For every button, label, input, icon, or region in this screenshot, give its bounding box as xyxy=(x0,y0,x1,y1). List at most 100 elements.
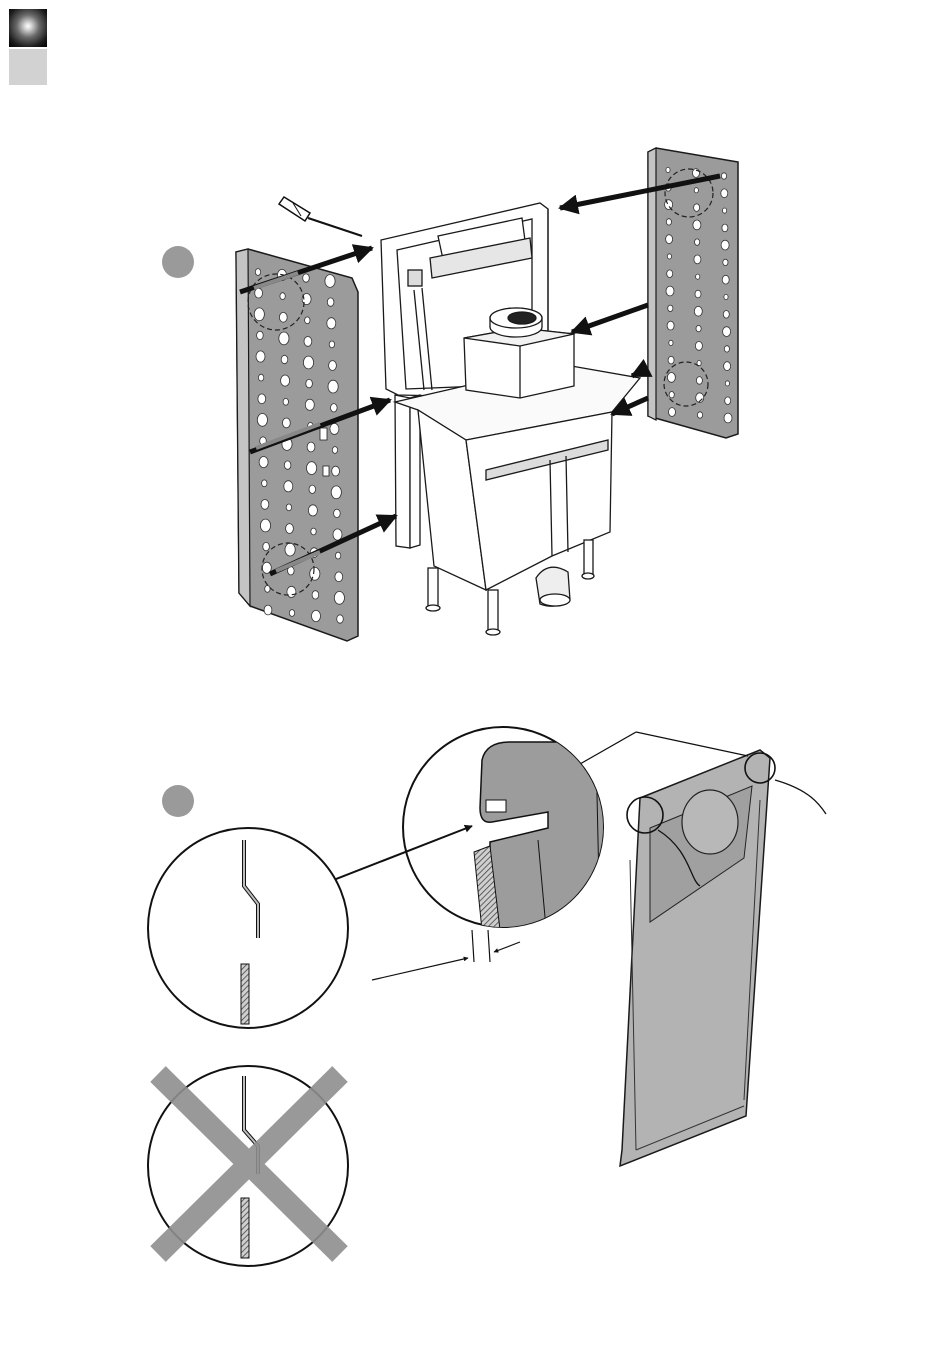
perforation-hole xyxy=(669,392,674,398)
perforation-hole xyxy=(725,381,729,386)
perforation-hole xyxy=(305,317,310,324)
perforation-hole xyxy=(333,529,342,540)
perforation-hole xyxy=(306,379,313,387)
perforation-hole xyxy=(264,605,272,615)
perforation-hole xyxy=(255,288,263,298)
perforation-hole xyxy=(311,528,316,535)
perforation-hole xyxy=(330,423,339,434)
perforation-hole xyxy=(283,398,288,405)
perforation-hole xyxy=(334,509,341,517)
perforation-hole xyxy=(305,399,314,410)
perforation-hole xyxy=(669,408,676,417)
perforation-hole xyxy=(261,500,269,510)
perforation-hole xyxy=(695,342,702,351)
perforation-hole xyxy=(329,361,337,371)
perforation-hole xyxy=(694,255,701,264)
perforation-hole xyxy=(258,374,263,381)
perforation-hole xyxy=(262,480,267,487)
perforation-hole xyxy=(696,274,700,279)
perforation-hole xyxy=(669,340,673,345)
perforation-hole xyxy=(721,173,726,179)
perforation-hole xyxy=(256,351,265,362)
perforation-hole xyxy=(307,462,317,475)
perforation-hole xyxy=(724,346,729,352)
perforation-hole xyxy=(329,341,334,348)
perforation-hole xyxy=(325,275,335,288)
magnifier-detail-icon xyxy=(403,727,606,930)
perforation-hole xyxy=(258,394,266,404)
bent-edge-profile-correct-icon xyxy=(148,828,348,1028)
perforation-hole xyxy=(284,481,293,492)
perforation-hole xyxy=(696,325,701,331)
dimension-marker xyxy=(372,930,520,980)
perforation-hole xyxy=(667,270,673,278)
perforation-hole xyxy=(335,572,343,582)
step-2-badge xyxy=(162,785,194,817)
perforation-hole xyxy=(721,240,729,250)
perforation-hole xyxy=(327,318,336,329)
perforation-hole xyxy=(279,332,289,345)
perforation-hole xyxy=(668,305,673,311)
perforation-hole xyxy=(310,567,320,580)
perforation-hole xyxy=(331,486,341,499)
right-side-panel xyxy=(648,148,738,438)
perforation-hole xyxy=(723,327,731,337)
perforation-hole xyxy=(286,504,291,511)
perforation-hole xyxy=(286,524,294,534)
perforation-hole xyxy=(303,274,310,282)
perforation-hole xyxy=(723,311,729,319)
perforation-hole xyxy=(303,356,313,369)
perforation-hole xyxy=(724,362,731,371)
perforation-hole xyxy=(255,269,260,276)
insulation-panel xyxy=(620,750,826,1166)
perforation-hole xyxy=(257,331,264,339)
perforation-hole xyxy=(289,610,294,617)
perforation-hole xyxy=(308,505,317,516)
perforation-hole xyxy=(668,356,674,364)
perforation-hole xyxy=(265,586,270,593)
perforation-hole xyxy=(281,375,290,386)
perforation-hole xyxy=(724,294,728,299)
left-side-panel xyxy=(236,249,358,641)
perforation-hole xyxy=(722,275,729,284)
perforation-hole xyxy=(327,298,334,306)
perforation-hole xyxy=(693,169,700,178)
perforation-hole xyxy=(724,413,732,423)
perforation-hole xyxy=(328,380,338,393)
step-1-badge xyxy=(162,246,194,278)
perforation-hole xyxy=(312,591,319,599)
perforation-hole xyxy=(697,412,702,418)
perforation-hole xyxy=(666,286,674,296)
perforation-hole xyxy=(725,397,731,405)
perforation-hole xyxy=(694,306,702,316)
perforation-hole xyxy=(334,592,344,605)
perforation-hole xyxy=(331,404,338,412)
perforation-hole xyxy=(263,542,270,550)
perforation-hole xyxy=(666,235,673,244)
perforation-hole xyxy=(696,377,702,385)
perforation-hole xyxy=(723,259,728,265)
perforation-hole xyxy=(332,447,337,454)
perforation-hole xyxy=(667,321,674,330)
perforation-hole xyxy=(307,442,315,452)
perforation-hole xyxy=(722,224,728,232)
perforation-hole xyxy=(279,312,287,322)
perforation-hole xyxy=(337,615,344,623)
perforation-hole xyxy=(254,308,264,321)
perforation-hole xyxy=(667,254,671,259)
perforation-hole xyxy=(309,485,316,493)
perforation-hole xyxy=(285,543,295,556)
perforation-hole xyxy=(666,219,671,225)
perforation-hole xyxy=(667,373,675,383)
perforation-hole xyxy=(260,519,270,532)
perforation-hole xyxy=(694,204,700,212)
perforation-hole xyxy=(280,293,285,300)
perforation-hole xyxy=(332,466,340,476)
perforation-hole xyxy=(281,355,288,363)
perforation-hole xyxy=(693,220,701,230)
perforation-hole xyxy=(695,290,701,298)
perforation-hole xyxy=(335,552,340,559)
perforation-hole xyxy=(283,418,291,428)
perforation-hole xyxy=(259,457,268,468)
